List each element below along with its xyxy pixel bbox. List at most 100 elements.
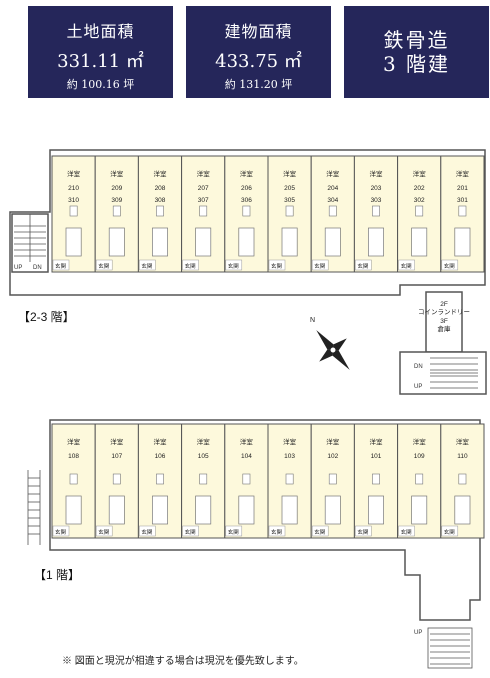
entrance-label: 玄関 bbox=[314, 528, 326, 536]
bathroom-block bbox=[65, 227, 82, 257]
bathroom-block bbox=[195, 495, 212, 525]
structure-line2: 3 階建 bbox=[382, 52, 451, 76]
entrance-box bbox=[139, 525, 156, 537]
entrance-label: 玄関 bbox=[271, 262, 283, 270]
entrance-box bbox=[441, 259, 459, 271]
entrance-box bbox=[441, 525, 459, 537]
stairs-dn-label-2: DN bbox=[414, 364, 423, 370]
room-type-label: 洋室 bbox=[240, 169, 254, 178]
unit-number-upper: 302 bbox=[414, 197, 425, 204]
stairs-lower-left bbox=[27, 470, 41, 545]
unit-number-upper: 303 bbox=[371, 197, 382, 204]
unit-number: 107 bbox=[111, 453, 122, 460]
room-type-label: 洋室 bbox=[67, 169, 81, 178]
entrance-label: 玄関 bbox=[314, 262, 326, 270]
land-area-value: 331.11 ㎡ bbox=[57, 51, 144, 72]
kitchen-block bbox=[112, 473, 121, 485]
ground-floor-units: 洋室108玄関洋室107玄関洋室106玄関洋室105玄関洋室104玄関洋室103… bbox=[51, 423, 485, 539]
stairs-up-label-2: UP bbox=[414, 384, 422, 390]
unit-number: 108 bbox=[68, 453, 79, 460]
room-type-label: 洋室 bbox=[283, 169, 297, 178]
stairs-up-label: UP bbox=[14, 265, 22, 271]
entrance-box bbox=[268, 259, 286, 271]
bathroom-block bbox=[281, 495, 298, 525]
land-area-label: 土地面積 bbox=[66, 22, 135, 41]
entrance-label: 玄関 bbox=[271, 528, 283, 536]
entrance-label: 玄関 bbox=[444, 262, 456, 270]
building-area-label: 建物面積 bbox=[224, 22, 293, 41]
unit-number: 103 bbox=[284, 453, 295, 460]
bathroom-block bbox=[108, 227, 125, 257]
unit-number: 102 bbox=[327, 453, 338, 460]
entrance-box bbox=[139, 259, 156, 271]
stairs-lower-right bbox=[427, 627, 473, 669]
kitchen-block bbox=[458, 473, 467, 485]
entrance-label: 玄関 bbox=[401, 262, 413, 270]
structure-panel: 鉄骨造 3 階建 bbox=[344, 6, 489, 98]
bathroom-block bbox=[454, 227, 471, 257]
unit-number: 204 bbox=[327, 185, 338, 192]
unit-number-upper: 310 bbox=[68, 197, 79, 204]
room-type-label: 洋室 bbox=[326, 169, 340, 178]
entrance-box bbox=[311, 525, 329, 537]
room-type-label: 洋室 bbox=[154, 169, 168, 178]
bathroom-block bbox=[324, 227, 341, 257]
kitchen-block bbox=[242, 473, 251, 485]
room-type-label: 洋室 bbox=[456, 437, 470, 446]
unit-number: 104 bbox=[241, 453, 252, 460]
unit-number-upper: 301 bbox=[457, 197, 468, 204]
unit-number: 203 bbox=[371, 185, 382, 192]
kitchen-block bbox=[199, 205, 208, 217]
entrance-box bbox=[95, 525, 113, 537]
kitchen-block bbox=[372, 205, 380, 217]
entrance-box bbox=[398, 259, 415, 271]
kitchen-block bbox=[372, 473, 380, 485]
room-type-label: 洋室 bbox=[154, 437, 168, 446]
room-type-label: 洋室 bbox=[413, 169, 427, 178]
unit-number-upper: 308 bbox=[155, 197, 166, 204]
entrance-box bbox=[398, 525, 415, 537]
kitchen-block bbox=[199, 473, 208, 485]
unit-number: 208 bbox=[155, 185, 166, 192]
kitchen-block bbox=[415, 205, 424, 217]
entrance-box bbox=[52, 259, 70, 271]
bathroom-block bbox=[152, 495, 168, 525]
entrance-label: 玄関 bbox=[98, 528, 110, 536]
entrance-label: 玄関 bbox=[55, 528, 67, 536]
unit-1: 洋室 108 玄関 bbox=[51, 423, 96, 539]
unit-number: 101 bbox=[371, 453, 382, 460]
unit-number-upper: 304 bbox=[327, 197, 338, 204]
bathroom-block bbox=[238, 495, 255, 525]
room-type-label: 洋室 bbox=[370, 169, 384, 178]
entrance-label: 玄関 bbox=[185, 528, 197, 536]
stairs-up-label-3: UP bbox=[414, 630, 422, 636]
entrance-box bbox=[95, 259, 113, 271]
entrance-label: 玄関 bbox=[228, 528, 240, 536]
bathroom-block bbox=[411, 227, 428, 257]
ground-floor-label: 【1 階】 bbox=[34, 568, 81, 582]
laundry-line3: 3F bbox=[440, 318, 448, 325]
bathroom-block bbox=[281, 227, 298, 257]
unit-number: 201 bbox=[457, 185, 468, 192]
laundry-line1: 2F bbox=[440, 301, 448, 308]
bathroom-block bbox=[108, 495, 125, 525]
room-type-label: 洋室 bbox=[110, 169, 124, 178]
unit-number-upper: 309 bbox=[111, 197, 122, 204]
unit-number: 106 bbox=[155, 453, 166, 460]
entrance-box bbox=[182, 525, 199, 537]
land-area-panel: 土地面積 331.11 ㎡ 約 100.16 坪 bbox=[28, 6, 173, 98]
room-type-label: 洋室 bbox=[67, 437, 81, 446]
unit-number: 205 bbox=[284, 185, 295, 192]
kitchen-block bbox=[285, 473, 294, 485]
bathroom-block bbox=[65, 495, 82, 525]
